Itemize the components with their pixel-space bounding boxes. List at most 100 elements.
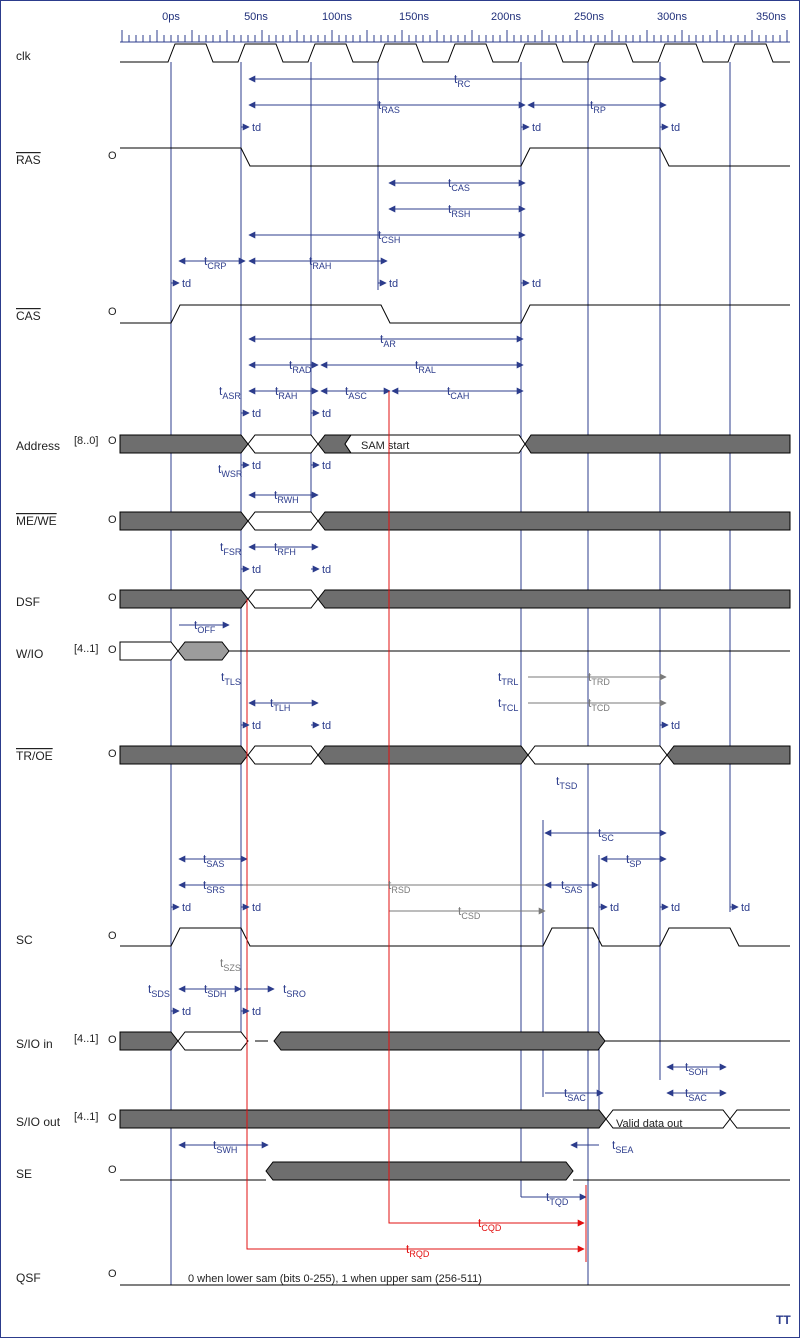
- td-label: td: [322, 408, 331, 420]
- tt-logo: TT: [776, 1313, 791, 1327]
- signal-sc-label: SC: [16, 933, 33, 947]
- timing-label-tqd: tTQD: [546, 1190, 569, 1207]
- timing-label-rc: tRC: [454, 72, 471, 89]
- td-label: td: [182, 1006, 191, 1018]
- timing-label-swh: tSWH: [213, 1138, 237, 1155]
- initial-marker: O: [108, 150, 117, 162]
- td-label: td: [182, 902, 191, 914]
- se-waveform: [120, 1161, 790, 1181]
- initial-marker: O: [108, 306, 117, 318]
- td-label: td: [671, 122, 680, 134]
- sio-out-waveform: Valid data out: [119, 1109, 790, 1130]
- timing-label-sds: tSDS: [148, 982, 170, 999]
- signal-names: clk RAS CAS Address [8..0] ME/WE DSF W/I…: [16, 49, 98, 1285]
- timing-label-tcd: tTCD: [588, 696, 610, 713]
- timing-label-rad: tRAD: [289, 358, 312, 375]
- sio-out-bus-width: [4..1]: [74, 1111, 98, 1123]
- timing-label-csd: tCSD: [458, 904, 481, 921]
- signal-address-label: Address: [16, 439, 60, 453]
- timing-label-soh: tSOH: [685, 1060, 708, 1077]
- initial-marker: O: [108, 514, 117, 526]
- timing-label-tcl: tTCL: [498, 696, 518, 713]
- signal-sio-in-label: S/IO in: [16, 1037, 53, 1051]
- td-label: td: [322, 720, 331, 732]
- sam-start-label: SAM start: [361, 440, 409, 452]
- tick-label: 350ns: [756, 11, 786, 23]
- dsf-waveform: [119, 589, 791, 609]
- valid-data-out-label: Valid data out: [616, 1118, 682, 1130]
- td-label: td: [252, 1006, 261, 1018]
- timing-label-sdh: tSDH: [204, 982, 226, 999]
- td-label: td: [252, 408, 261, 420]
- timing-label-ral: tRAL: [415, 358, 436, 375]
- td-label: td: [252, 122, 261, 134]
- td-label: td: [389, 278, 398, 290]
- td-label: td: [610, 902, 619, 914]
- timing-label-sro: tSRO: [283, 982, 306, 999]
- signal-qsf-label: QSF: [16, 1271, 41, 1285]
- td-label: td: [252, 902, 261, 914]
- td-label: td: [741, 902, 750, 914]
- tick-label: 200ns: [491, 11, 521, 23]
- signal-troe-label: TR/OE: [16, 749, 53, 763]
- cas-waveform: [120, 304, 790, 324]
- signal-cas-label: CAS: [16, 309, 41, 323]
- signal-ras-label: RAS: [16, 153, 41, 167]
- timing-label-sac2: tSAC: [685, 1086, 707, 1103]
- time-ruler: 0ps 50ns 100ns 150ns 200ns 250ns 300ns 3…: [120, 11, 790, 43]
- timing-label-trl: tTRL: [498, 670, 518, 687]
- sio-in-bus-width: [4..1]: [74, 1033, 98, 1045]
- initial-state-markers: O O O O O O O O O O O O: [108, 150, 117, 1280]
- td-label: td: [671, 902, 680, 914]
- troe-waveform: [119, 745, 791, 765]
- td-label: td: [182, 278, 191, 290]
- timing-label-sas: tSAS: [203, 852, 224, 869]
- critical-paths: [246, 391, 587, 1262]
- timing-label-sc: tSC: [598, 826, 614, 843]
- timing-label-rp: tRP: [590, 98, 606, 115]
- address-bus-width: [8..0]: [74, 435, 98, 447]
- timing-label-fsr: tFSR: [220, 540, 242, 557]
- timing-label-sas2: tSAS: [561, 878, 582, 895]
- timing-label-asc: tASC: [345, 384, 367, 401]
- td-label: td: [671, 720, 680, 732]
- timing-label-rqd: tRQD: [406, 1242, 430, 1259]
- initial-marker: O: [108, 1164, 117, 1176]
- signal-wio-label: W/IO: [16, 647, 43, 661]
- tick-label: 100ns: [322, 11, 352, 23]
- initial-marker: O: [108, 748, 117, 760]
- wio-bus-width: [4..1]: [74, 643, 98, 655]
- initial-marker: O: [108, 644, 117, 656]
- timing-label-szs: tSZS: [220, 956, 241, 973]
- tick-label: 250ns: [574, 11, 604, 23]
- qsf-waveform: 0 when lower sam (bits 0-255), 1 when up…: [120, 1273, 790, 1286]
- tick-label: 300ns: [657, 11, 687, 23]
- timing-label-sp: tSP: [626, 852, 641, 869]
- timing-label-cas: tCAS: [448, 176, 470, 193]
- td-label: td: [252, 564, 261, 576]
- timing-label-rah2: tRAH: [275, 384, 297, 401]
- timing-label-cah: tCAH: [447, 384, 469, 401]
- timing-label-asr: tASR: [219, 384, 241, 401]
- initial-marker: O: [108, 930, 117, 942]
- td-label: td: [252, 460, 261, 472]
- tick-label: 150ns: [399, 11, 429, 23]
- timing-label-sac: tSAC: [564, 1086, 586, 1103]
- timing-label-crp: tCRP: [204, 254, 226, 271]
- initial-marker: O: [108, 1034, 117, 1046]
- td-label: td: [532, 278, 541, 290]
- initial-marker: O: [108, 1268, 117, 1280]
- timing-arrows: [178, 75, 727, 1201]
- waveforms: SAM start: [119, 43, 791, 1286]
- td-label: td: [322, 460, 331, 472]
- ras-waveform: [120, 147, 790, 167]
- sio-in-waveform: [119, 1031, 790, 1051]
- initial-marker: O: [108, 592, 117, 604]
- signal-clk-label: clk: [16, 49, 32, 63]
- signal-mewe-label: ME/WE: [16, 514, 57, 528]
